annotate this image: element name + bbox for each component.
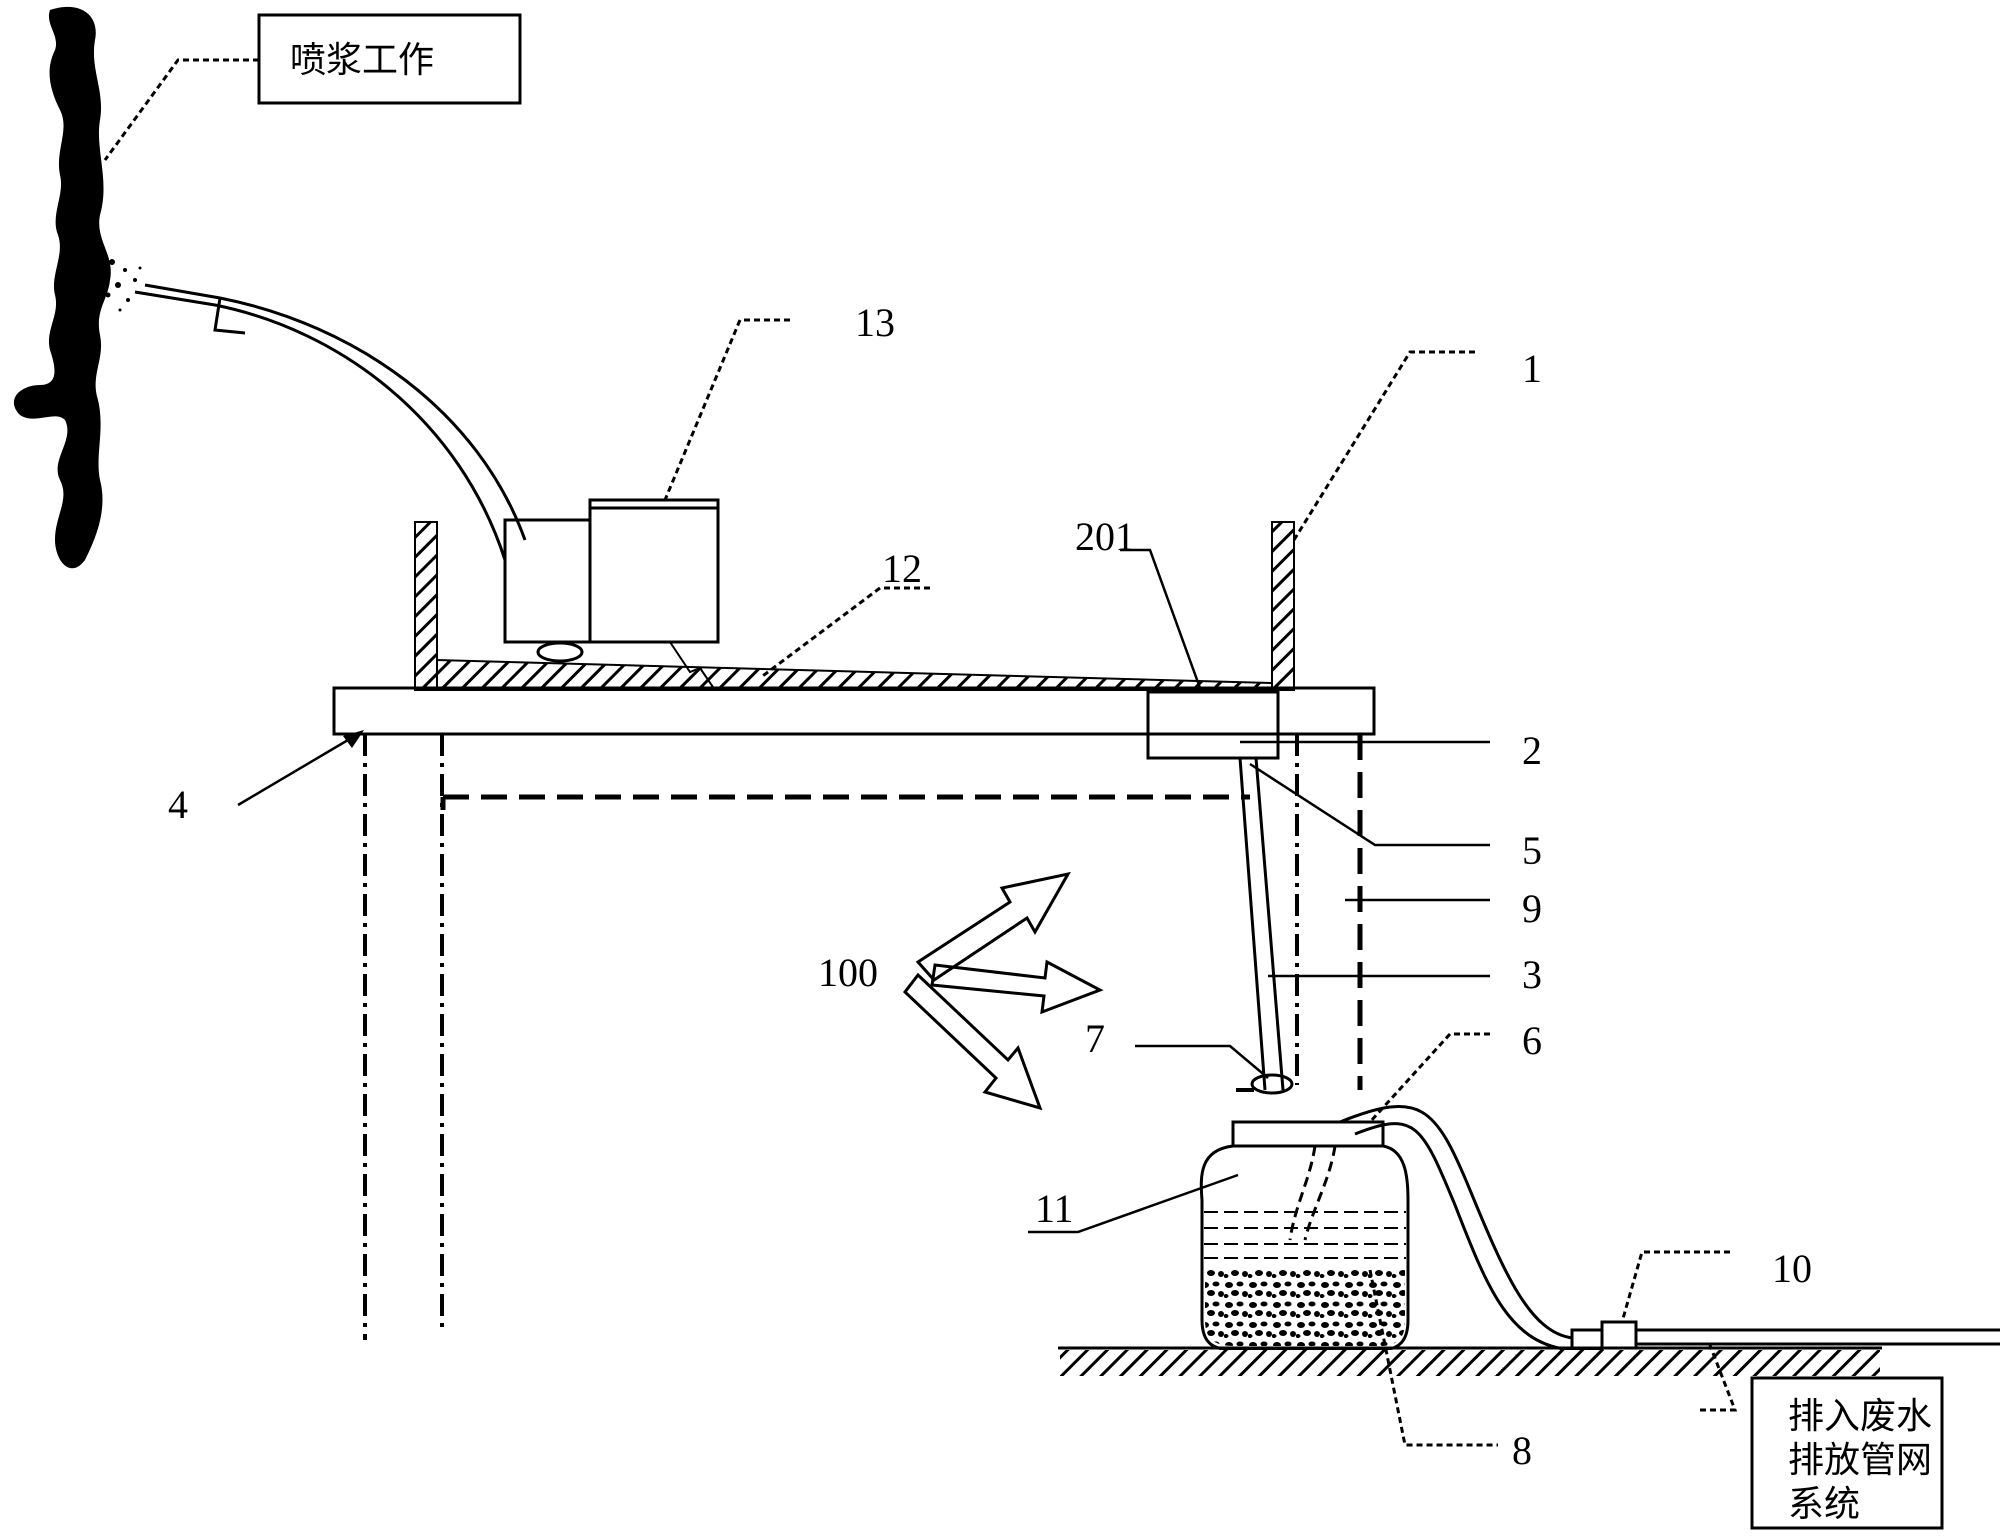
tank-lid xyxy=(1231,1120,1385,1148)
pump-motor xyxy=(503,518,592,644)
leader-4 xyxy=(237,738,349,807)
numeral-1: 1 xyxy=(1522,346,1542,391)
spray-nozzle xyxy=(213,297,246,335)
tank-inlet-tube xyxy=(1288,1145,1317,1241)
discharge-label-line1: 排入废水 xyxy=(1788,1396,1932,1437)
tank-inlet-tube-2 xyxy=(1303,1145,1337,1241)
platform-beam xyxy=(332,686,1376,736)
numeral-4: 4 xyxy=(168,782,188,827)
outlet-hose xyxy=(1339,1105,1573,1340)
numeral-9: 9 xyxy=(1522,886,1542,931)
numeral-13: 13 xyxy=(855,300,895,345)
numeral-8: 8 xyxy=(1512,1428,1532,1473)
numeral-12: 12 xyxy=(882,546,922,591)
discharge-label-line2: 排放管网 xyxy=(1788,1440,1932,1481)
numeral-5: 5 xyxy=(1522,828,1542,873)
arrow-up-right xyxy=(915,871,1071,982)
numeral-6: 6 xyxy=(1522,1018,1542,1063)
leader-4-arrow xyxy=(343,730,364,748)
spraying-work-leader xyxy=(103,58,259,161)
leader-13 xyxy=(663,318,790,501)
rock-face xyxy=(13,6,111,569)
numeral-2: 2 xyxy=(1522,728,1542,773)
numeral-100: 100 xyxy=(818,950,878,995)
ground-hatch xyxy=(1060,1350,1880,1376)
leader-7 xyxy=(1135,1044,1269,1079)
leader-discharge xyxy=(1700,1339,1738,1412)
drain-pipe xyxy=(1238,757,1267,1091)
arrow-down-right xyxy=(902,972,1043,1111)
arrow-right xyxy=(930,959,1104,1015)
discharge-box xyxy=(1750,1376,1944,1530)
leader-12 xyxy=(759,586,930,680)
discharge-label-line3: 系统 xyxy=(1788,1484,1860,1525)
numeral-201: 201 xyxy=(1075,514,1135,559)
platform-post-right xyxy=(1271,521,1295,691)
spray-hose xyxy=(134,290,507,561)
numeral-10: 10 xyxy=(1772,1246,1812,1291)
spraying-work-label: 喷浆工作 xyxy=(290,40,434,81)
platform-slope-layer xyxy=(436,658,1273,691)
spray-hose-inner xyxy=(144,283,527,541)
leader-1 xyxy=(1292,350,1475,541)
leader-11 xyxy=(1028,1173,1239,1234)
platform-post-left xyxy=(414,521,438,691)
outlet-hose-inner xyxy=(1354,1122,1573,1352)
leader-10 xyxy=(1620,1250,1730,1323)
drain-pipe-inner xyxy=(1254,757,1285,1091)
leader-201 xyxy=(1120,548,1202,689)
pump-foot xyxy=(536,641,584,663)
leader-5 xyxy=(1249,762,1490,847)
tank-sediment xyxy=(1205,1268,1405,1346)
pump-outlet xyxy=(669,641,716,691)
valve xyxy=(1250,1073,1294,1095)
leader-8 xyxy=(1368,1269,1498,1447)
pipe-fitting xyxy=(1600,1320,1638,1350)
protective-frame xyxy=(440,734,1363,1090)
numeral-7: 7 xyxy=(1085,1016,1105,1061)
leader-6 xyxy=(1368,1032,1490,1124)
drain-box xyxy=(1146,690,1280,760)
numeral-11: 11 xyxy=(1035,1186,1074,1231)
direction-arrows xyxy=(902,871,1104,1111)
numeral-3: 3 xyxy=(1522,952,1542,997)
pump-housing xyxy=(588,498,720,644)
spray-particles xyxy=(105,259,142,312)
